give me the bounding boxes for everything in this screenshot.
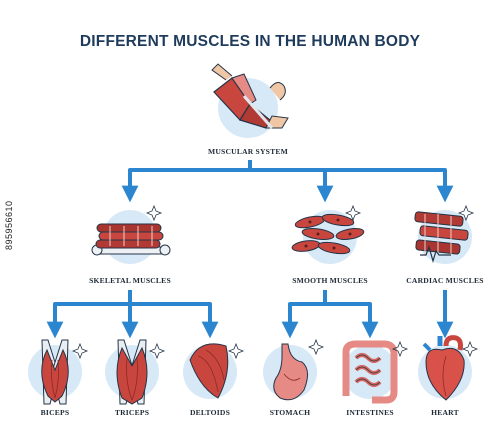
- example-label-heart: HEART: [431, 408, 459, 417]
- heart-icon: [418, 335, 479, 401]
- flexed-arm-icon: [211, 63, 289, 138]
- arrow-to-biceps: [46, 290, 132, 339]
- arrow-to-deltoids: [130, 302, 219, 339]
- stomach-icon: [263, 338, 325, 401]
- triceps-muscle-icon: [105, 339, 166, 405]
- stock-id-watermark: 895956610: [4, 200, 14, 250]
- biceps-muscle-icon: [28, 339, 89, 405]
- category-label-cardiac: CARDIAC MUSCLES: [406, 276, 484, 285]
- deltoid-muscle-icon: [183, 342, 245, 399]
- arrow-to-skeletal: [121, 160, 252, 203]
- intestines-icon: [342, 340, 409, 404]
- cardiac-muscle-fibers-icon: [414, 204, 475, 264]
- smooth-muscle-cells-icon: [291, 204, 365, 264]
- example-label-intestines: INTESTINES: [346, 408, 394, 417]
- root-label: MUSCULAR SYSTEM: [207, 147, 288, 156]
- example-label-biceps: BICEPS: [40, 408, 70, 417]
- connector-arrows: [46, 160, 454, 339]
- example-label-triceps: TRICEPS: [114, 408, 150, 417]
- category-label-smooth: SMOOTH MUSCLES: [292, 276, 368, 285]
- example-label-deltoids: DELTOIDS: [189, 408, 230, 417]
- category-label-skeletal: SKELETAL MUSCLES: [89, 276, 171, 285]
- skeletal-muscle-fibers-icon: [91, 204, 171, 264]
- diagram-title: DIFFERENT MUSCLES IN THE HUMAN BODY: [79, 33, 421, 50]
- arrow-to-cardiac: [250, 168, 454, 203]
- arrow-to-smooth: [250, 168, 334, 203]
- arrow-to-stomach: [281, 290, 327, 339]
- arrow-to-intestines: [325, 302, 379, 339]
- example-label-stomach: STOMACH: [269, 408, 311, 417]
